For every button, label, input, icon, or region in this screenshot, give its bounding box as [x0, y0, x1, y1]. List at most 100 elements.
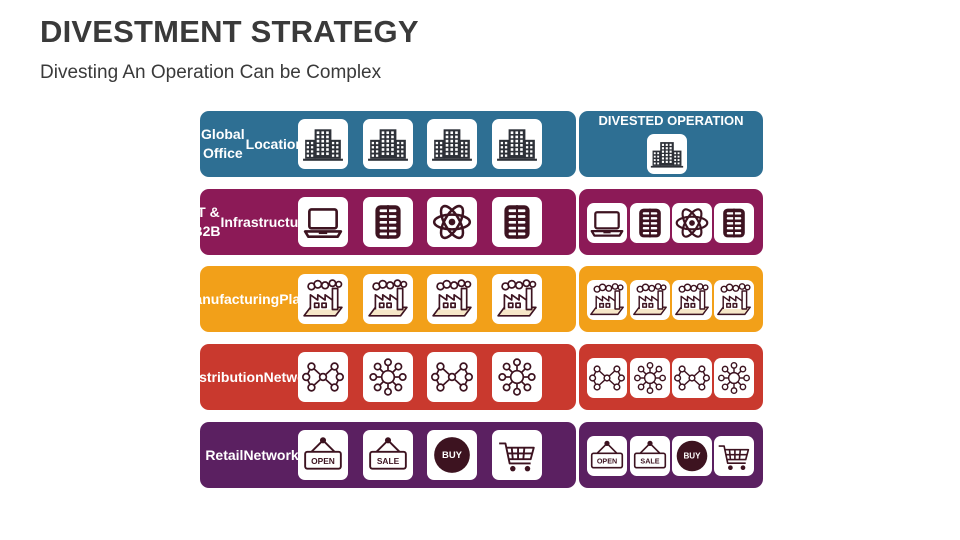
- icon-tile: [492, 274, 542, 324]
- buy-text: BUY: [683, 452, 701, 461]
- icon-tile: [672, 203, 712, 243]
- icon-tile: [492, 430, 542, 480]
- icon-tile: [427, 119, 477, 169]
- icon-tile: [647, 134, 687, 174]
- divested-operation-label: DIVESTED OPERATION: [598, 113, 744, 128]
- icon-tile: [587, 358, 627, 398]
- icon-tile: [630, 280, 670, 320]
- icon-tile: [363, 197, 413, 247]
- hub-network-icon: [498, 358, 536, 396]
- icon-tile: [427, 197, 477, 247]
- row-5-divested: OPEN SALE BUY: [579, 422, 763, 488]
- icon-tile: OPEN: [587, 436, 627, 476]
- buy-text: BUY: [442, 450, 463, 461]
- sale-sign-icon: SALE: [633, 440, 667, 469]
- icon-tile: BUY: [672, 436, 712, 476]
- row-2-divested: [579, 189, 763, 255]
- icon-tile: BUY: [427, 430, 477, 480]
- icon-tile: [672, 358, 712, 398]
- office-building-icon: [432, 129, 472, 161]
- open-sign-icon: OPEN: [304, 437, 342, 470]
- row-label-line1: Manufacturing: [182, 290, 280, 307]
- hub-network-icon: [633, 361, 667, 395]
- row-label-line1: Global Office: [201, 126, 245, 161]
- row-3-divested: [579, 266, 763, 332]
- factory-icon: [497, 279, 537, 317]
- sale-text: SALE: [640, 457, 659, 466]
- buy-badge-icon: BUY: [676, 440, 708, 472]
- icon-tile: [298, 197, 348, 247]
- server-icon: [639, 208, 661, 238]
- row-label-line2: Infrastructure: [220, 213, 312, 230]
- icon-tile: SALE: [363, 430, 413, 480]
- laptop-icon: [590, 211, 624, 237]
- server-icon: [723, 208, 745, 238]
- page-title: DIVESTMENT STRATEGY: [40, 14, 419, 49]
- icon-tile: [492, 119, 542, 169]
- shopping-cart-icon: [499, 442, 535, 472]
- icon-tile: [492, 352, 542, 402]
- open-sign-icon: OPEN: [590, 440, 624, 469]
- factory-icon: [303, 279, 343, 317]
- atom-icon: [432, 204, 472, 240]
- row-label-line1: IT & B2B: [192, 204, 221, 239]
- icon-tile: [630, 203, 670, 243]
- open-text: OPEN: [597, 457, 617, 466]
- factory-icon: [717, 283, 751, 316]
- icon-tile: [298, 119, 348, 169]
- icon-tile: [714, 203, 754, 243]
- icon-tile: [587, 280, 627, 320]
- icon-tile: [630, 358, 670, 398]
- laptop-icon: [303, 208, 343, 239]
- office-building-icon: [497, 129, 537, 161]
- network-icon: [302, 362, 344, 392]
- office-building-icon: [303, 129, 343, 161]
- row-label-line1: Retail: [205, 446, 244, 463]
- page-subtitle: Divesting An Operation Can be Complex: [40, 62, 382, 83]
- icon-tile: [714, 280, 754, 320]
- server-icon: [375, 205, 401, 239]
- office-building-icon: [368, 129, 408, 161]
- network-icon: [674, 365, 710, 391]
- factory-icon: [368, 279, 408, 317]
- factory-icon: [633, 283, 667, 316]
- sale-sign-icon: SALE: [369, 437, 407, 470]
- icon-tile: OPEN: [298, 430, 348, 480]
- row-label-line2: Network: [243, 446, 299, 463]
- icon-tile: [714, 436, 754, 476]
- icon-tile: [298, 352, 348, 402]
- row-label-line1: Distribution: [185, 368, 264, 385]
- icon-tile: [427, 274, 477, 324]
- network-icon: [589, 365, 625, 391]
- shopping-cart-icon: [718, 445, 750, 471]
- row-4-divested: [579, 344, 763, 410]
- network-icon: [431, 362, 473, 392]
- row-label-line2: Location: [245, 135, 304, 152]
- row-label: ManufacturingPlants: [183, 266, 321, 332]
- icon-tile: [298, 274, 348, 324]
- icon-tile: [587, 203, 627, 243]
- factory-icon: [432, 279, 472, 317]
- icon-tile: [363, 352, 413, 402]
- icon-tile: [363, 274, 413, 324]
- row-3-current: ManufacturingPlants: [183, 266, 576, 332]
- icon-tile: [672, 280, 712, 320]
- icon-tile: [427, 352, 477, 402]
- sale-text: SALE: [377, 456, 400, 466]
- office-building-icon: [650, 142, 684, 168]
- row-1-divested: DIVESTED OPERATION: [579, 111, 763, 177]
- factory-icon: [675, 283, 709, 316]
- icon-tile: [714, 358, 754, 398]
- open-text: OPEN: [311, 456, 335, 466]
- server-icon: [504, 205, 530, 239]
- factory-icon: [590, 283, 624, 316]
- hub-network-icon: [369, 358, 407, 396]
- hub-network-icon: [717, 361, 751, 395]
- icon-tile: [363, 119, 413, 169]
